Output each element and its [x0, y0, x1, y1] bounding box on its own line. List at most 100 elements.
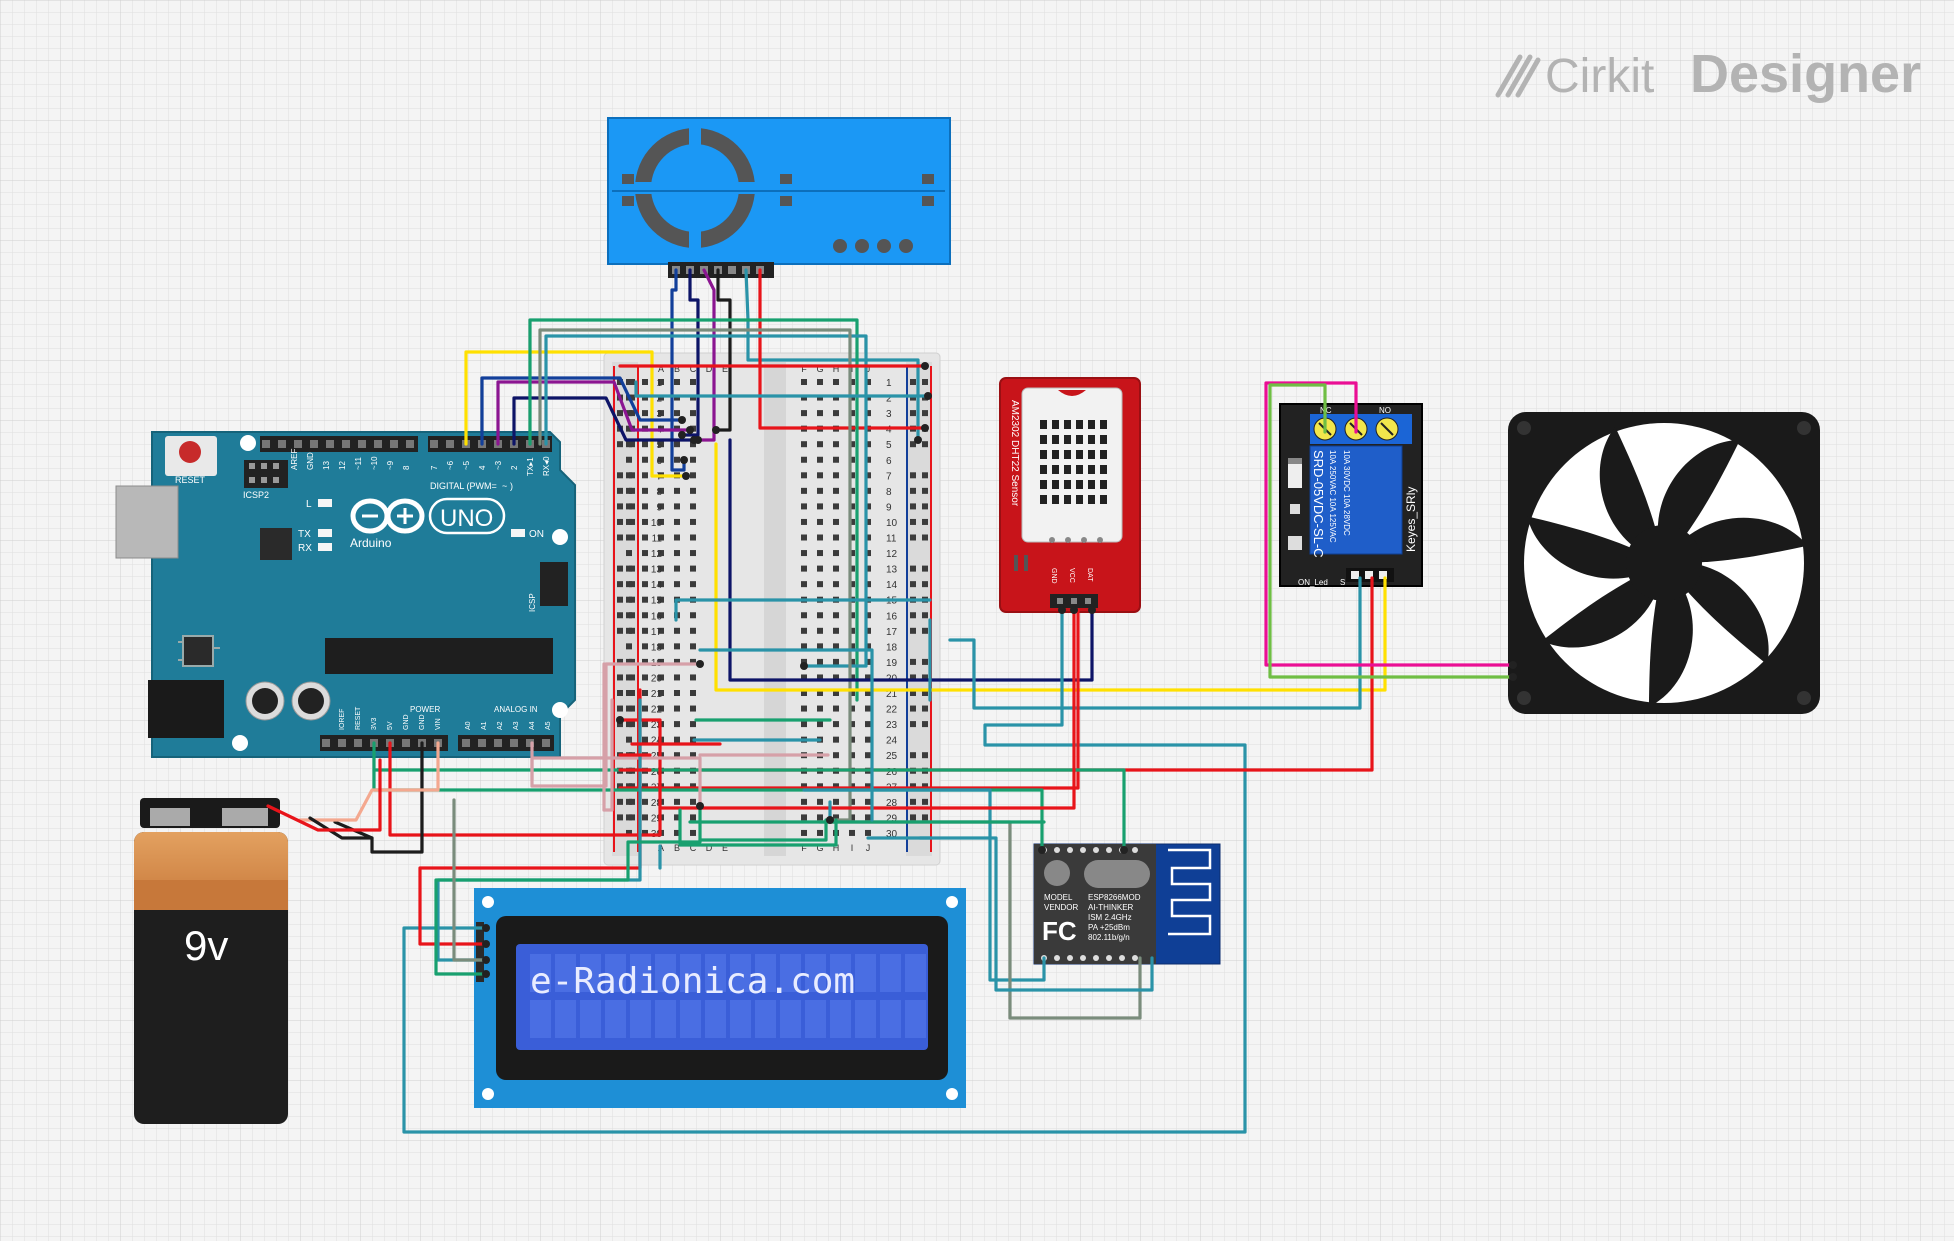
top-header-pins	[262, 440, 550, 448]
wire-endpoint	[914, 436, 922, 444]
lcd-display[interactable]: e-Radionica.com	[474, 888, 966, 1108]
brand-suffix: Designer	[1690, 44, 1921, 104]
wire-endpoint	[924, 392, 932, 400]
breadboard-row-label: 30	[886, 829, 898, 840]
pin-label-d2: 2	[510, 465, 519, 470]
teal-wire[interactable]	[634, 380, 930, 398]
salmon-wire[interactable]	[298, 741, 440, 822]
pin-label-d5: ~5	[462, 460, 471, 470]
esp8266-wifi-module[interactable]: MODEL VENDOR ESP8266MOD AI-THINKER ISM 2…	[1033, 843, 1221, 965]
breadboard-row-label: 4	[886, 425, 892, 436]
breadboard-row-label: 10	[886, 518, 898, 529]
breadboard-row-label: 20	[651, 673, 663, 684]
esp-model: MODEL	[1044, 893, 1073, 902]
pin-label-d11: ~11	[354, 456, 363, 470]
relay-module[interactable]: NC NO 10A 250VAC 10A 125VAC 10A 30VDC 10…	[1279, 403, 1423, 587]
breadboard-row-label: 1	[886, 378, 892, 389]
breadboard-col-label: J	[866, 364, 871, 374]
reset-button[interactable]	[179, 441, 201, 463]
breadboard-row-label: 24	[886, 736, 898, 747]
wire-endpoint	[1070, 606, 1078, 614]
yellow-wire[interactable]	[714, 442, 1387, 692]
breadboard-col-label: I	[851, 364, 854, 374]
green-wire[interactable]	[698, 818, 828, 842]
navy-wire[interactable]	[512, 396, 696, 446]
wires[interactable]	[266, 268, 1517, 1134]
pink-wire[interactable]	[530, 756, 702, 808]
9v-battery[interactable]: 9v	[134, 798, 288, 1124]
led-l-label: L	[306, 499, 312, 510]
pin-label-a2: A2	[497, 721, 504, 730]
breadboard-col-label: C	[690, 843, 697, 853]
arduino-model: UNO	[440, 505, 493, 532]
lime-wire[interactable]	[1268, 383, 1515, 679]
breadboard-row-label: 21	[886, 689, 898, 700]
red-wire[interactable]	[618, 608, 1080, 790]
usb-chip	[260, 528, 292, 560]
teal-wire[interactable]	[802, 788, 1046, 982]
black-wire[interactable]	[308, 816, 374, 840]
teal-wire[interactable]	[744, 268, 920, 442]
breadboard-row-label: 17	[651, 627, 663, 638]
dht-dat-label: DAT	[1086, 568, 1093, 582]
wire-endpoint	[696, 660, 704, 668]
pin-label-a3: A3	[513, 721, 520, 730]
yellow-wire[interactable]	[464, 350, 688, 478]
breadboard-row-label: 6	[886, 456, 892, 467]
magenta-wire[interactable]	[1264, 381, 1515, 667]
breadboard-row-label: 26	[886, 767, 898, 778]
blue-wire[interactable]	[670, 268, 686, 472]
teal-wire[interactable]	[402, 608, 1247, 1134]
pin-label-d10: ~10	[370, 456, 379, 470]
lcd-text: e-Radionica.com	[530, 961, 855, 1002]
green-wire[interactable]	[678, 808, 838, 847]
breadboard-row-label: 26	[651, 767, 663, 778]
teal-wire[interactable]	[674, 598, 932, 622]
wire-endpoint	[690, 436, 698, 444]
wire-endpoint	[682, 472, 690, 480]
red-wire[interactable]	[266, 758, 382, 832]
teal-wire[interactable]	[866, 836, 1154, 992]
pink-wire[interactable]	[602, 698, 614, 812]
relay-spec1: 10A 250VAC 10A 125VAC	[1328, 450, 1337, 543]
navy-wire[interactable]	[680, 268, 700, 437]
arduino-logo-icon	[350, 498, 425, 534]
blue-wire[interactable]	[480, 376, 684, 446]
cooling-fan[interactable]	[1508, 412, 1820, 714]
breadboard-row-label: 13	[886, 565, 898, 576]
green-wire[interactable]	[528, 318, 859, 702]
red-wire[interactable]	[388, 718, 662, 837]
arduino-uno-board[interactable]: RESET ICSP2 AREF GND 13 12 ~11 ~10 ~9 8 …	[115, 431, 576, 758]
breadboard-row-label: 28	[886, 798, 898, 809]
breadboard-row-label: 12	[651, 549, 663, 560]
gray-wire[interactable]	[538, 328, 852, 822]
dht22-sensor[interactable]: AM2302 DHT22 Sensor GND VCC DAT	[999, 377, 1141, 613]
breadboard-row-label: 16	[886, 611, 898, 622]
teal-wire[interactable]	[698, 648, 874, 822]
black-wire[interactable]	[333, 741, 424, 854]
breadboard-row-label: 28	[651, 798, 663, 809]
top-header-right	[428, 436, 552, 452]
teal-wire[interactable]	[544, 334, 868, 668]
red-wire[interactable]	[658, 608, 1076, 810]
green-wire[interactable]	[372, 741, 1044, 852]
breadboard-col-label: H	[833, 843, 840, 853]
purple-wire[interactable]	[496, 380, 692, 446]
red-wire[interactable]	[758, 268, 927, 430]
lcd-cells	[530, 954, 926, 1038]
navy-wire[interactable]	[728, 438, 1094, 682]
wire-endpoint	[678, 416, 686, 424]
black-wire[interactable]	[714, 268, 732, 432]
gray-wire[interactable]	[452, 798, 488, 962]
wire-endpoint	[826, 816, 834, 824]
pin-label-d0: RX◂0	[542, 456, 551, 476]
analog-label: ANALOG IN	[494, 705, 538, 714]
breadboard-row-label: 21	[651, 689, 663, 700]
breadboard-row-label: 12	[886, 549, 898, 560]
wire-endpoint	[482, 956, 490, 964]
digital-label-close: )	[510, 481, 513, 491]
green-wire[interactable]	[434, 802, 702, 976]
dust-sensor-module[interactable]	[607, 117, 951, 278]
wire-endpoint	[616, 716, 624, 724]
